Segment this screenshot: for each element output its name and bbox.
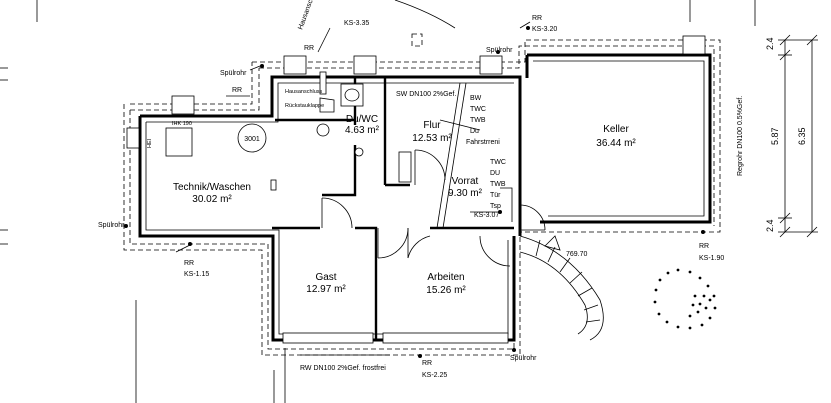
label-rr-east: RR xyxy=(699,243,709,250)
vorrat-item-0: TWC xyxy=(490,159,506,166)
room-area-technik: 30.02 m² xyxy=(192,194,232,205)
room-name-bad: Du/WC xyxy=(346,114,378,125)
vorrat-item-2: TWB xyxy=(490,181,506,188)
dimension-labels: 2.4 5.87 6.35 2.4 xyxy=(765,37,807,232)
label-spuelrohr-top: Spülrohr xyxy=(486,47,513,54)
label-rr-west: RR xyxy=(184,260,194,267)
label-rw-pipe: RW DN100 2%Gef. frostfrei xyxy=(300,365,386,372)
room-name-technik: Technik/Waschen xyxy=(173,182,251,193)
flur-item-0: BW xyxy=(470,95,482,102)
label-regenrohr: Regrohr DN100 0.5%Gef. xyxy=(737,96,744,176)
label-hei: HEI xyxy=(147,138,153,148)
label-ks-307: KS-3.07 xyxy=(474,212,499,219)
label-sw-pipe: SW DN100 2%Gef. xyxy=(396,91,456,98)
label-ks-335: KS-3.35 xyxy=(344,20,369,27)
room-labels: Technik/Waschen 30.02 m² Keller 36.44 m²… xyxy=(173,114,636,296)
flur-item-1: TWC xyxy=(470,106,486,113)
label-ks-115: KS-1.15 xyxy=(184,271,209,278)
label-spuelrohr-left: Spülrohr xyxy=(220,70,247,77)
flur-item-3: Du xyxy=(470,128,479,135)
label-hausanschluss-wasser: Hausanschl. Wasser xyxy=(297,0,326,31)
outdoor-stairs xyxy=(519,235,604,341)
label-spuelrohr-west: Spülrohr xyxy=(98,222,125,229)
label-ks-225: KS-2.25 xyxy=(422,372,447,379)
room-area-bad: 4.63 m² xyxy=(345,125,380,136)
room-name-gast: Gast xyxy=(315,272,336,283)
room-name-keller: Keller xyxy=(603,124,629,135)
room-area-flur: 12.53 m² xyxy=(412,133,452,144)
label-hausanschluss: Hausanschluss xyxy=(285,89,323,95)
label-rr-right-top: RR xyxy=(532,15,542,22)
vorrat-item-4: Tsp xyxy=(490,203,501,210)
dimension-chain xyxy=(778,34,818,238)
room-area-vorrat: 9.30 m² xyxy=(448,188,483,199)
room-name-flur: Flur xyxy=(423,120,441,131)
sheet-edge-lines xyxy=(0,0,756,403)
label-ihk: IHK 190 xyxy=(172,121,192,127)
windows xyxy=(126,35,706,344)
leader-lines xyxy=(124,21,705,358)
label-gauge: 3001 xyxy=(244,136,260,143)
dim-overall: 6.35 xyxy=(797,127,807,145)
vorrat-item-1: DU xyxy=(490,170,500,177)
room-name-arbeiten: Arbeiten xyxy=(427,272,464,283)
vorrat-item-3: Tür xyxy=(490,192,501,199)
label-ks-190: KS-1.90 xyxy=(699,255,724,262)
label-spuelrohr-south: Spülrohr xyxy=(510,355,537,362)
label-rr-top: RR xyxy=(304,45,314,52)
walls xyxy=(138,53,712,342)
label-rr-left: RR xyxy=(232,87,242,94)
room-area-arbeiten: 15.26 m² xyxy=(426,285,466,296)
label-ks-320: KS-3.20 xyxy=(532,26,557,33)
dim-middle: 5.87 xyxy=(770,127,780,145)
room-area-keller: 36.44 m² xyxy=(596,138,636,149)
label-rueckstauklappe: Rückstauklappe xyxy=(285,103,324,109)
flur-item-4: Fahrstrreni xyxy=(466,139,500,146)
doors xyxy=(321,149,546,267)
flur-item-2: TWB xyxy=(470,117,486,124)
dim-top: 2.4 xyxy=(765,37,775,50)
room-name-vorrat: Vorrat xyxy=(452,176,479,187)
annotations: Hausanschluss Rückstauklappe Hausanschl.… xyxy=(98,0,744,379)
shrub-dots xyxy=(653,268,717,330)
dim-bottom: 2.4 xyxy=(765,219,775,232)
room-area-gast: 12.97 m² xyxy=(306,284,346,295)
label-rr-south: RR xyxy=(422,360,432,367)
fixtures xyxy=(165,71,513,222)
label-elevation: 769.70 xyxy=(566,251,588,258)
